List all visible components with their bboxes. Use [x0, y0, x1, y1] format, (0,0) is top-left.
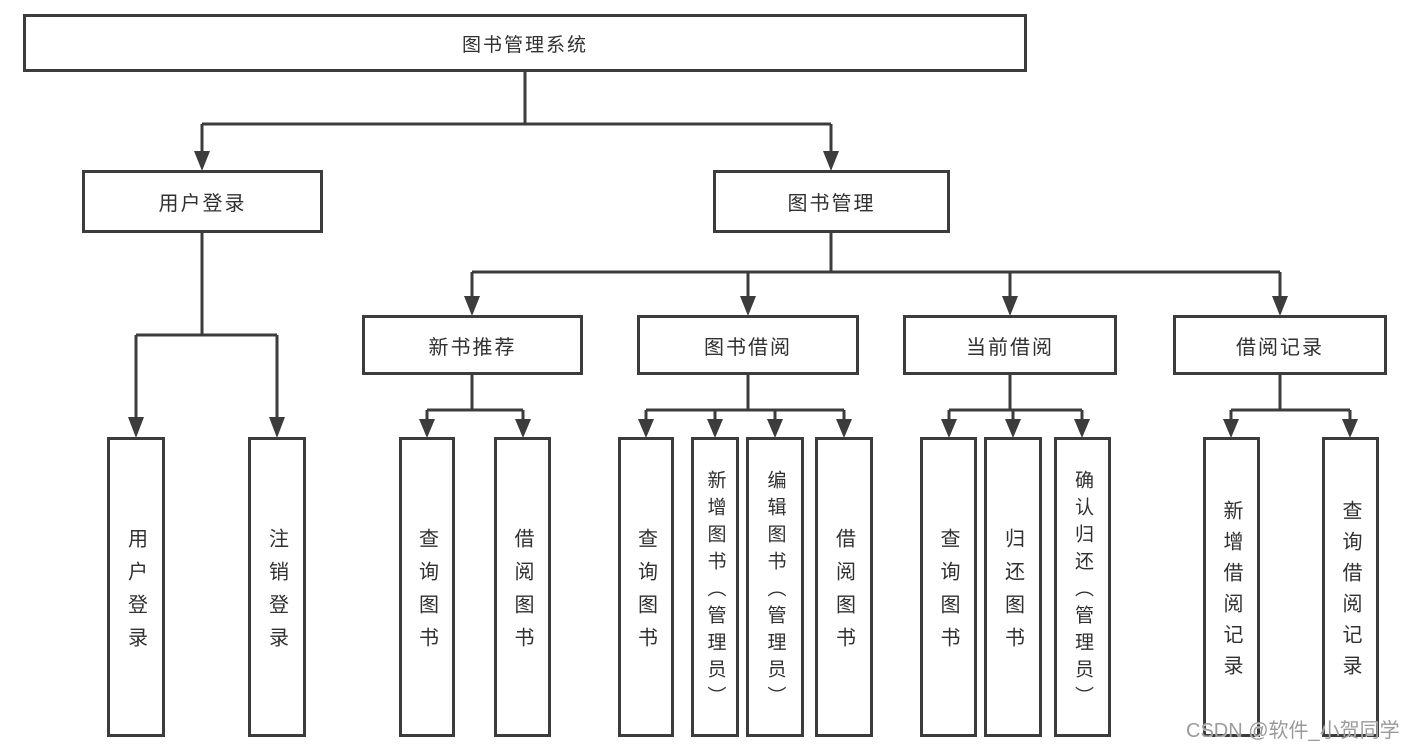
- node-user-login: 用户登录: [82, 170, 323, 233]
- leaf-borrow-books: 借阅图书: [815, 437, 873, 737]
- leaf-query-books-current: 查询图书: [920, 437, 977, 737]
- leaf-return-books: 归还图书: [984, 437, 1042, 737]
- leaf-add-books-admin: 新增图书（管理员）: [691, 437, 739, 737]
- leaf-query-borrow-record: 查询借阅记录: [1322, 437, 1379, 737]
- leaf-user-login: 用户登录: [107, 437, 165, 737]
- leaf-edit-books-admin: 编辑图书（管理员）: [746, 437, 804, 737]
- node-label: 当前借阅: [966, 336, 1054, 359]
- leaf-confirm-return-admin: 确认归还（管理员）: [1054, 437, 1111, 737]
- leaf-add-borrow-record: 新增借阅记录: [1203, 437, 1260, 737]
- leaf-label: 注销登录: [265, 527, 288, 660]
- leaf-label: 确认归还（管理员）: [1072, 469, 1093, 713]
- node-label: 图书管理系统: [461, 34, 588, 56]
- leaf-label: 借阅图书: [832, 527, 855, 660]
- leaf-label: 查询借阅记录: [1339, 499, 1361, 686]
- node-label: 借阅记录: [1236, 336, 1324, 359]
- node-label: 图书借阅: [704, 336, 792, 359]
- node-label: 图书管理: [787, 193, 876, 215]
- node-book-management: 图书管理: [713, 170, 950, 233]
- node-new-book-recommendation: 新书推荐: [362, 315, 583, 375]
- node-label: 新书推荐: [428, 336, 517, 359]
- leaf-label: 新增图书（管理员）: [704, 469, 726, 713]
- node-label: 用户登录: [158, 193, 247, 215]
- node-borrowing-records: 借阅记录: [1173, 315, 1387, 375]
- csdn-watermark: CSDN @软件_小贺同学: [1186, 720, 1400, 742]
- leaf-label: 编辑图书（管理员）: [764, 469, 786, 713]
- node-library-management-system: 图书管理系统: [23, 14, 1027, 72]
- leaf-label: 归还图书: [1001, 527, 1024, 660]
- node-current-borrowing: 当前借阅: [903, 315, 1117, 375]
- leaf-logout: 注销登录: [248, 437, 306, 737]
- node-book-borrowing: 图书借阅: [637, 315, 859, 375]
- leaf-label: 用户登录: [124, 527, 147, 660]
- leaf-borrow-books-recommend: 借阅图书: [494, 437, 551, 737]
- leaf-label: 查询图书: [937, 527, 959, 660]
- leaf-label: 新增借阅记录: [1220, 499, 1242, 686]
- leaf-query-books-recommend: 查询图书: [399, 437, 455, 737]
- leaf-label: 查询图书: [415, 527, 438, 660]
- leaf-label: 查询图书: [634, 527, 657, 660]
- leaf-query-books-borrowing: 查询图书: [618, 437, 674, 737]
- leaf-label: 借阅图书: [511, 527, 533, 660]
